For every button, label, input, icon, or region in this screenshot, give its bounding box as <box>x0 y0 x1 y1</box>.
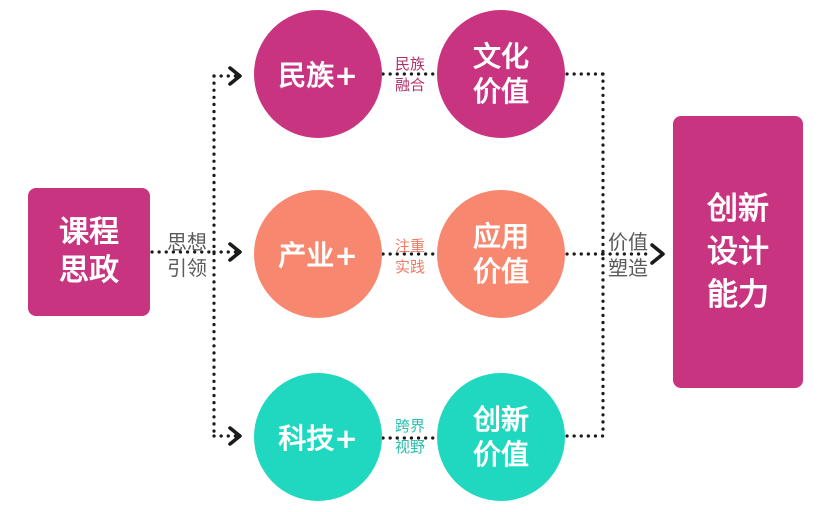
target-connector-label: 价值 塑造 <box>608 230 648 280</box>
circle-yingyong-label: 应用 价值 <box>472 220 529 288</box>
arrow-head-target <box>650 243 665 265</box>
arrow-head-chanye <box>228 242 242 262</box>
arrow-head-keji <box>228 426 242 446</box>
circle-keji-label: 科技+ <box>278 422 358 455</box>
circle-chanye-label: 产业+ <box>278 239 358 272</box>
link-label-row1: 民族 融合 <box>394 55 425 94</box>
source-box: 课程 思政 <box>28 188 150 316</box>
circle-chanye: 产业+ <box>254 190 382 318</box>
circle-wenhua-jiazhi: 文化 价值 <box>437 10 565 138</box>
link-label-row3: 跨界 视野 <box>394 417 425 456</box>
target-box: 创新 设计 能力 <box>673 116 803 388</box>
circle-chuangxin-jiazhi: 创新 价值 <box>437 373 565 501</box>
source-connector-label: 思想 引领 <box>167 230 207 280</box>
circle-chuangxin-label: 创新 价值 <box>472 403 529 471</box>
circle-yingyong-jiazhi: 应用 价值 <box>437 190 565 318</box>
link-label-row2: 注重 实践 <box>394 237 425 276</box>
arrow-head-minzu <box>228 66 242 86</box>
circle-minzu: 民族+ <box>254 10 382 138</box>
source-label: 课程 思政 <box>59 215 119 288</box>
circle-minzu-label: 民族+ <box>278 59 358 92</box>
target-label: 创新 设计 能力 <box>707 190 769 313</box>
circle-keji: 科技+ <box>254 373 382 501</box>
circle-wenhua-label: 文化 价值 <box>472 40 529 108</box>
